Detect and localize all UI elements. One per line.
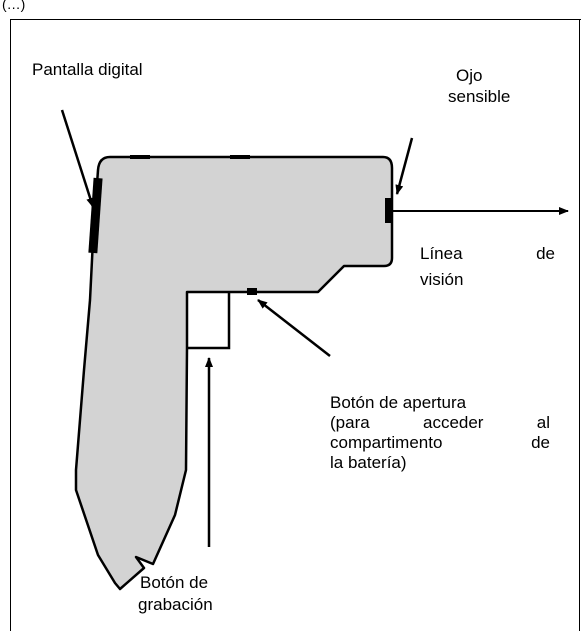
arrow-pantalla bbox=[60, 109, 95, 208]
label-boton-grabacion-line2: grabación bbox=[138, 595, 213, 614]
trigger-guard bbox=[183, 292, 231, 350]
label-boton-apertura-line4: la batería) bbox=[330, 453, 407, 472]
label-de-word: de bbox=[536, 244, 555, 263]
label-boton-apertura-line3: compartimento de bbox=[330, 433, 550, 453]
label-pantalla-digital: Pantalla digital bbox=[32, 60, 143, 79]
frame-right-border bbox=[579, 19, 580, 631]
opening-button bbox=[247, 288, 257, 295]
label-word: acceder bbox=[422, 413, 484, 432]
label-linea-word: Línea bbox=[420, 244, 463, 263]
label-boton-grabacion-line1: Botón de bbox=[140, 573, 209, 592]
label-boton-apertura-line1: Botón de apertura bbox=[330, 393, 467, 412]
frame-left-border bbox=[10, 19, 11, 631]
thermometer-body bbox=[74, 155, 394, 591]
label-boton-apertura-line2: (para acceder al bbox=[330, 413, 550, 433]
label-word: compartimento bbox=[330, 433, 443, 452]
arrow-ojo bbox=[395, 137, 414, 195]
corner-text-fragment: (…) bbox=[2, 0, 26, 12]
label-ojo: Ojo bbox=[456, 66, 483, 85]
label-word: (para bbox=[330, 413, 370, 432]
label-word: al bbox=[536, 413, 550, 432]
label-sensible: sensible bbox=[448, 87, 511, 106]
sensor-eye bbox=[385, 198, 391, 223]
digital-display bbox=[88, 177, 103, 254]
label-word: de bbox=[531, 433, 550, 452]
label-vision: visión bbox=[420, 270, 464, 289]
frame-top-border bbox=[10, 19, 581, 20]
arrow-boton-apertura bbox=[257, 299, 331, 357]
label-linea-line1: Línea de bbox=[420, 244, 555, 264]
